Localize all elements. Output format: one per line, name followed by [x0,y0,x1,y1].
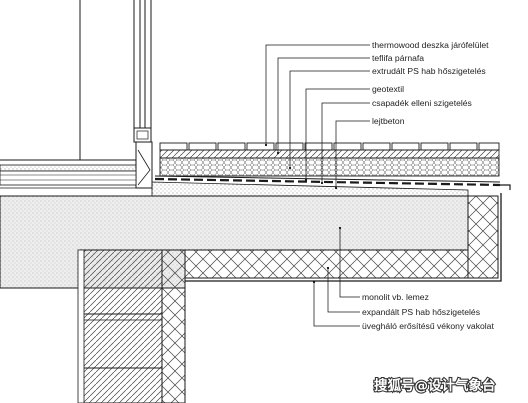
interior-floor-layers [0,164,137,189]
label-xps: extrudált PS hab hőszigetelés [372,66,486,76]
label-screed: lejtbeton [372,116,405,126]
label-slab: monolit vb. lemez [362,292,429,302]
eps-soffit-insulation [184,249,469,279]
watermark: 搜狐号@设计气象台 [374,377,496,394]
drip-edge [500,184,511,190]
label-eps: expandált PS hab hőszigetelés [362,307,480,317]
lower-wall [77,249,186,403]
xps-insulation [159,157,500,177]
label-render: üvegháló erősítésű vékony vakolat [362,321,494,331]
label-deck: thermowood deszka járófelület [372,40,489,50]
terrace-layers [151,142,511,197]
door-frame [0,0,153,189]
eps-edge-insulation [467,195,499,279]
render-layer [185,193,502,282]
label-pad: teflifa párnafa [372,53,424,63]
deck-boards [159,142,500,151]
label-membrane: csapadék elleni szigetelés [372,98,472,108]
pad-wood [159,149,500,159]
geotextile-line [154,175,501,183]
membrane-line [154,177,501,187]
label-geotextile: geotextil [372,84,404,94]
leader-lines [264,44,370,327]
